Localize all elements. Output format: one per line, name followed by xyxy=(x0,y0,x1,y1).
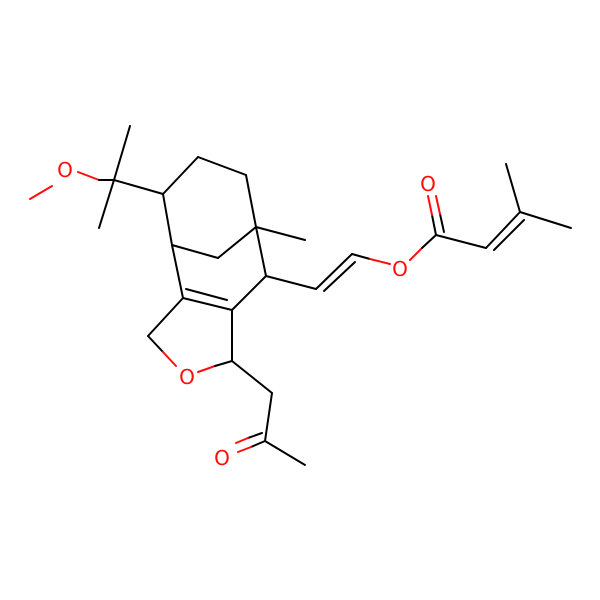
bond-furan-o-right xyxy=(197,365,216,373)
bond-quaternary-methyl-top xyxy=(113,125,131,181)
bond-quaternary-ringc xyxy=(113,179,164,195)
bond-acetonyl-2 xyxy=(264,392,273,442)
bond-alkene-db-inner xyxy=(493,219,525,251)
bond-furan-1 xyxy=(147,297,184,337)
bond-ketone-co-2 xyxy=(235,437,249,444)
bond-furan-3 xyxy=(214,360,233,367)
bond-quaternary-methyl-bottom xyxy=(98,179,115,229)
bond-vinyl-o xyxy=(369,258,391,265)
oxygen-label-ester: O xyxy=(392,257,408,281)
bond-bridgehead-methyl xyxy=(255,226,306,241)
bond-ester-o-c-dark xyxy=(421,234,437,249)
oxygen-label-methoxy: O xyxy=(57,158,73,182)
bond-ketone-co xyxy=(237,446,252,453)
bond-ketone-c-dark-2 xyxy=(247,432,263,439)
bond-ring-1 xyxy=(162,156,199,195)
bond-ch-vinyl xyxy=(265,275,317,290)
bond-acetonyl-1 xyxy=(231,360,273,394)
bond-alkene-methyl-right xyxy=(519,211,572,229)
bond-methyl-o-methoxy xyxy=(29,185,53,200)
bond-alkene-methyl-top xyxy=(505,163,521,213)
bond-bridge-1 xyxy=(171,244,219,259)
bond-o-quaternary-c xyxy=(77,171,100,181)
bond-ester-o-c xyxy=(409,247,423,261)
bond-vinyl-db xyxy=(315,253,353,290)
bond-ring-5 xyxy=(171,244,184,299)
bond-furan-db-inner xyxy=(185,288,228,301)
bond-carbonyl-o xyxy=(427,195,433,216)
bond-ring-2 xyxy=(197,156,247,176)
oxygen-label-carbonyl: O xyxy=(420,172,436,196)
bond-ester-c-ch xyxy=(435,234,487,249)
bond-bridge-2 xyxy=(217,226,257,259)
bond-alkene-db xyxy=(485,211,521,249)
bond-ring-4 xyxy=(162,193,173,246)
bond-bridgehead-ch xyxy=(255,226,267,277)
bond-furan-2 xyxy=(147,335,164,353)
bond-vinyl-o-dark xyxy=(351,253,371,260)
bond-vinyl-db-inner xyxy=(323,261,356,292)
bond-carbonyl-dark-2 xyxy=(439,213,445,233)
bond-ketone-c-dark xyxy=(250,440,266,448)
bond-furan-o-left xyxy=(162,351,177,367)
oxygen-label-ketone: O xyxy=(214,446,230,470)
bond-ring-6 xyxy=(231,275,267,311)
bond-carbonyl-o-2 xyxy=(435,195,441,215)
bond-ring-3 xyxy=(245,174,257,228)
bond-furan-db xyxy=(182,297,233,311)
bond-carbonyl-dark xyxy=(431,214,437,236)
bond-acetonyl-methyl xyxy=(264,440,306,466)
oxygen-label-furan: O xyxy=(179,365,195,389)
